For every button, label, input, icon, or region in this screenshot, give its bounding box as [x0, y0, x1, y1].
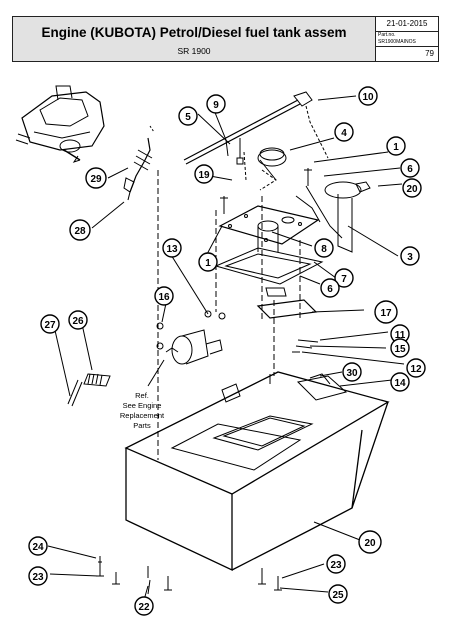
callout-30: 30 [346, 368, 358, 379]
callout-7: 7 [341, 274, 347, 285]
part-number-value: SR1900MAINOS [378, 39, 416, 45]
callout-26: 26 [72, 316, 84, 327]
machine-thumbnail-icon [15, 85, 105, 163]
ref-note-line-3: Replacement [120, 411, 165, 420]
callout-20: 20 [364, 538, 376, 549]
callout-23b: 23 [330, 560, 342, 571]
fuel-tank [124, 371, 390, 572]
callout-8: 8 [321, 244, 327, 255]
ref-note-line-1: Ref. [135, 391, 149, 400]
callout-4: 4 [341, 128, 347, 139]
date-field: 21-01-2015 [376, 17, 438, 32]
fuel-hose-assembly [123, 125, 155, 201]
hose-section [67, 373, 111, 407]
callout-6b: 6 [327, 284, 333, 295]
callout-1b: 1 [205, 258, 211, 269]
part-number-field: Part.no. SR1900MAINOS [376, 32, 438, 47]
mounting-plate [218, 205, 320, 252]
meta-block: 21-01-2015 Part.no. SR1900MAINOS 79 [376, 17, 438, 61]
callout-10: 10 [362, 92, 374, 103]
callout-17: 17 [380, 308, 392, 319]
part-number-label: Part.no. [378, 32, 396, 38]
callout-9: 9 [213, 100, 219, 111]
ref-note-line-2: See Engine [123, 401, 162, 410]
callout-14: 14 [394, 378, 406, 389]
callout-27: 27 [44, 320, 56, 331]
callout-29: 29 [90, 174, 102, 185]
callout-24: 24 [32, 542, 44, 553]
callout-23a: 23 [32, 572, 44, 583]
ref-note-line-4: Parts [133, 421, 151, 430]
callout-25: 25 [332, 590, 344, 601]
callout-11: 11 [395, 330, 406, 341]
page-header: Engine (KUBOTA) Petrol/Diesel fuel tank … [12, 16, 439, 62]
callout-5: 5 [185, 112, 191, 123]
callout-13: 13 [166, 244, 178, 255]
callout-3: 3 [407, 252, 413, 263]
callout-1a: 1 [393, 142, 399, 153]
callout-12: 12 [410, 364, 422, 375]
fuel-pump [147, 310, 226, 387]
callout-28: 28 [74, 226, 86, 237]
callout-6a: 6 [407, 164, 413, 175]
callout-15: 15 [394, 344, 406, 355]
callout-22: 22 [138, 602, 150, 613]
page-title: Engine (KUBOTA) Petrol/Diesel fuel tank … [41, 25, 347, 40]
fuel-pickup-tube [295, 181, 371, 253]
callout-19: 20 [406, 184, 418, 195]
filler-cap [257, 147, 287, 191]
page-number: 79 [425, 49, 434, 58]
model-name: SR 1900 [177, 46, 211, 56]
callout-16: 16 [158, 292, 170, 303]
exploded-parts-diagram: 9 5 10 4 1 6 20 3 19 1 8 7 6 17 11 15 12… [15, 85, 426, 616]
vent-tube [183, 91, 329, 165]
gasket [214, 247, 324, 285]
callout-18: 19 [198, 170, 210, 181]
title-cell: Engine (KUBOTA) Petrol/Diesel fuel tank … [13, 17, 376, 61]
